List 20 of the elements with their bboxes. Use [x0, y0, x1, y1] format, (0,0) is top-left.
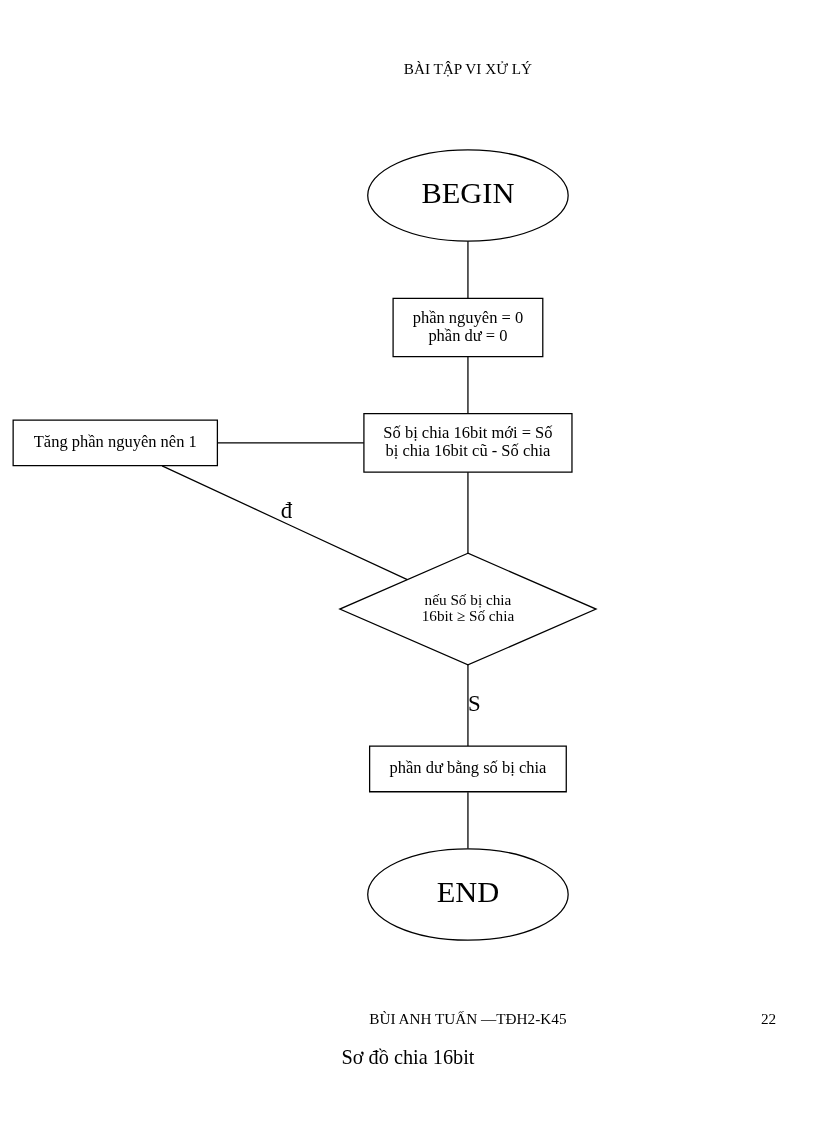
label: 22 [761, 1010, 777, 1028]
connector [467, 791, 469, 850]
edge-label: S [467, 691, 481, 717]
node-ellipse: BEGIN [367, 149, 569, 242]
node-diamond: nếu Số bị chia 16bit ≥ Số chia [338, 552, 598, 666]
node-ellipse: END [367, 848, 569, 941]
connector [467, 356, 469, 415]
connector [467, 240, 469, 299]
label: BÙI ANH TUẤN —TĐH2-K45 [369, 1010, 567, 1028]
connector [467, 664, 469, 747]
connector [467, 471, 469, 554]
connector [216, 442, 365, 444]
label: BÀI TẬP VI XỬ LÝ [403, 59, 533, 77]
node-box: phần dư bằng số bị chia [369, 745, 567, 793]
node-box: Số bị chia 16bit mới = Số bị chia 16bit cũ - Số chia [363, 413, 573, 473]
node-box: Tăng phần nguyên nên 1 [12, 419, 219, 467]
connector [161, 465, 408, 581]
edge-label: đ [280, 498, 293, 524]
node-box: phần nguyên = 0 phần dư = 0 [392, 297, 544, 358]
caption: Sơ đồ chia 16bit [341, 1046, 475, 1069]
